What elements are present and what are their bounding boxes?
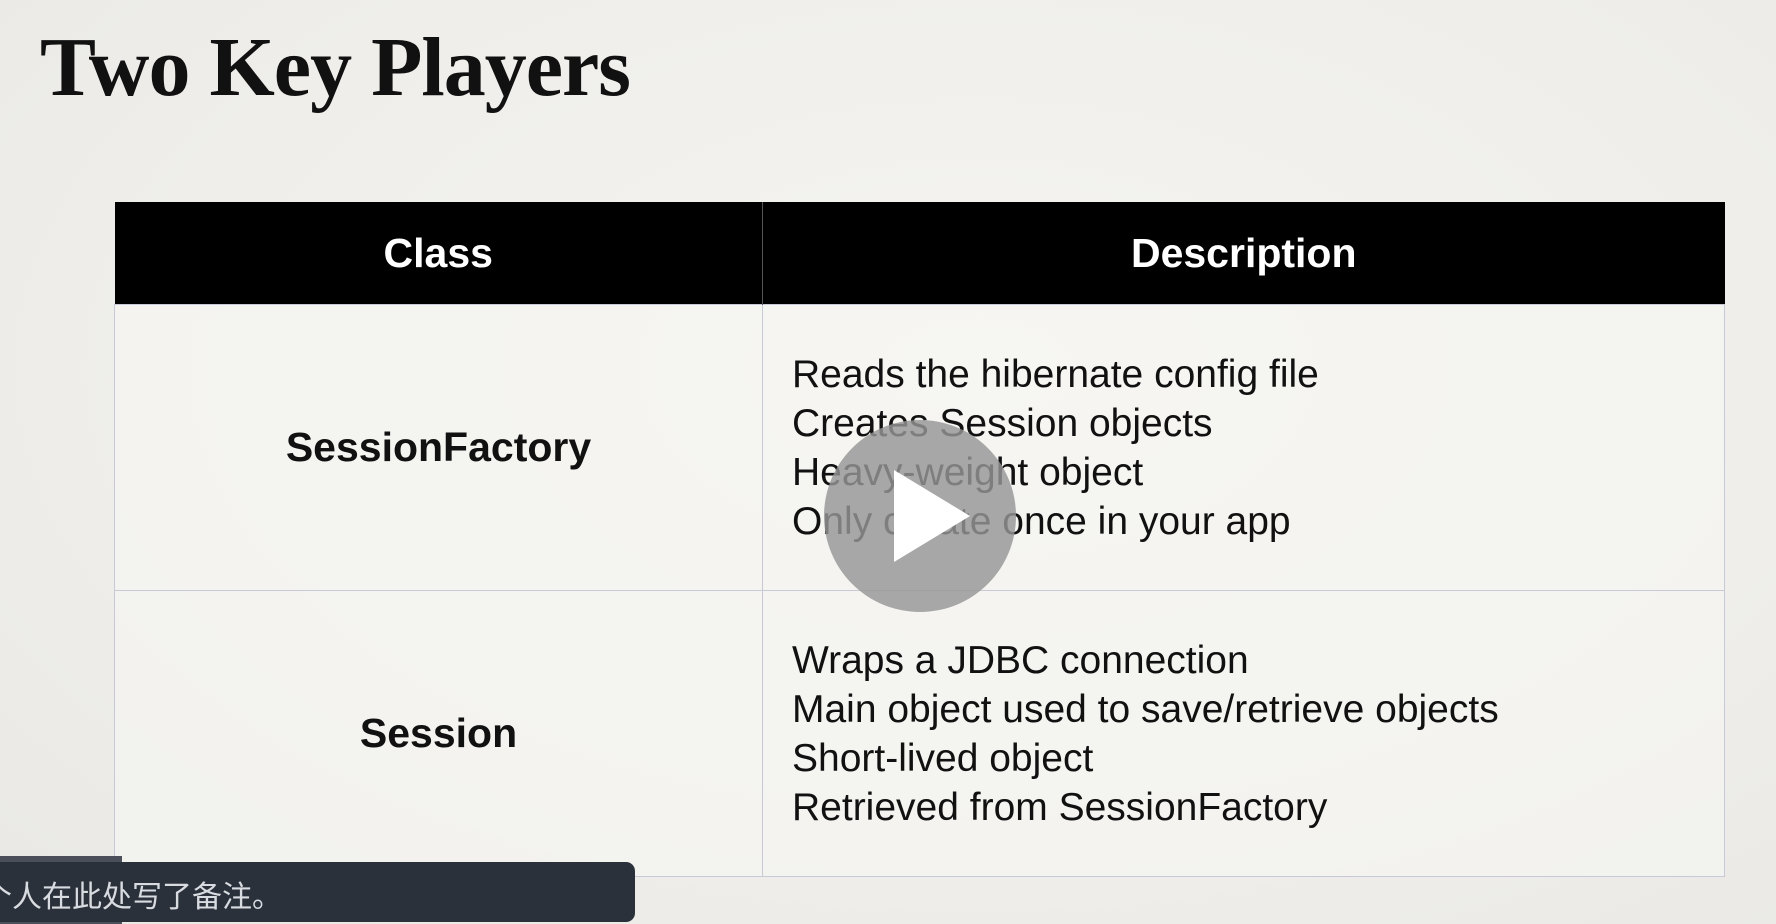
description-item: Short-lived object [792,736,1094,780]
class-name-session: Session [114,590,763,877]
slide-title: Two Key Players [40,21,631,114]
header-description: Description [762,202,1725,305]
class-name-sessionfactory: SessionFactory [114,304,763,591]
table-row: Session Wraps a JDBC connection Main obj… [114,590,1725,877]
description-item: Retrieved from SessionFactory [792,785,1328,829]
play-icon [894,470,970,562]
description-item: Wraps a JDBC connection [792,638,1249,682]
description-item: Reads the hibernate config file [792,352,1319,396]
video-play-button[interactable] [824,420,1016,612]
description-list: Wraps a JDBC connection Main object used… [792,636,1724,832]
description-cell: Wraps a JDBC connection Main object used… [762,590,1725,877]
description-item: Creates Session objects [792,401,1213,445]
header-class: Class [114,202,763,305]
note-text: 个人在此处写了备注。 [0,880,282,915]
table-header-row: Class Description [114,202,1725,305]
description-item: Main object used to save/retrieve object… [792,687,1499,731]
note-bar[interactable]: 个人在此处写了备注。 [0,862,635,922]
